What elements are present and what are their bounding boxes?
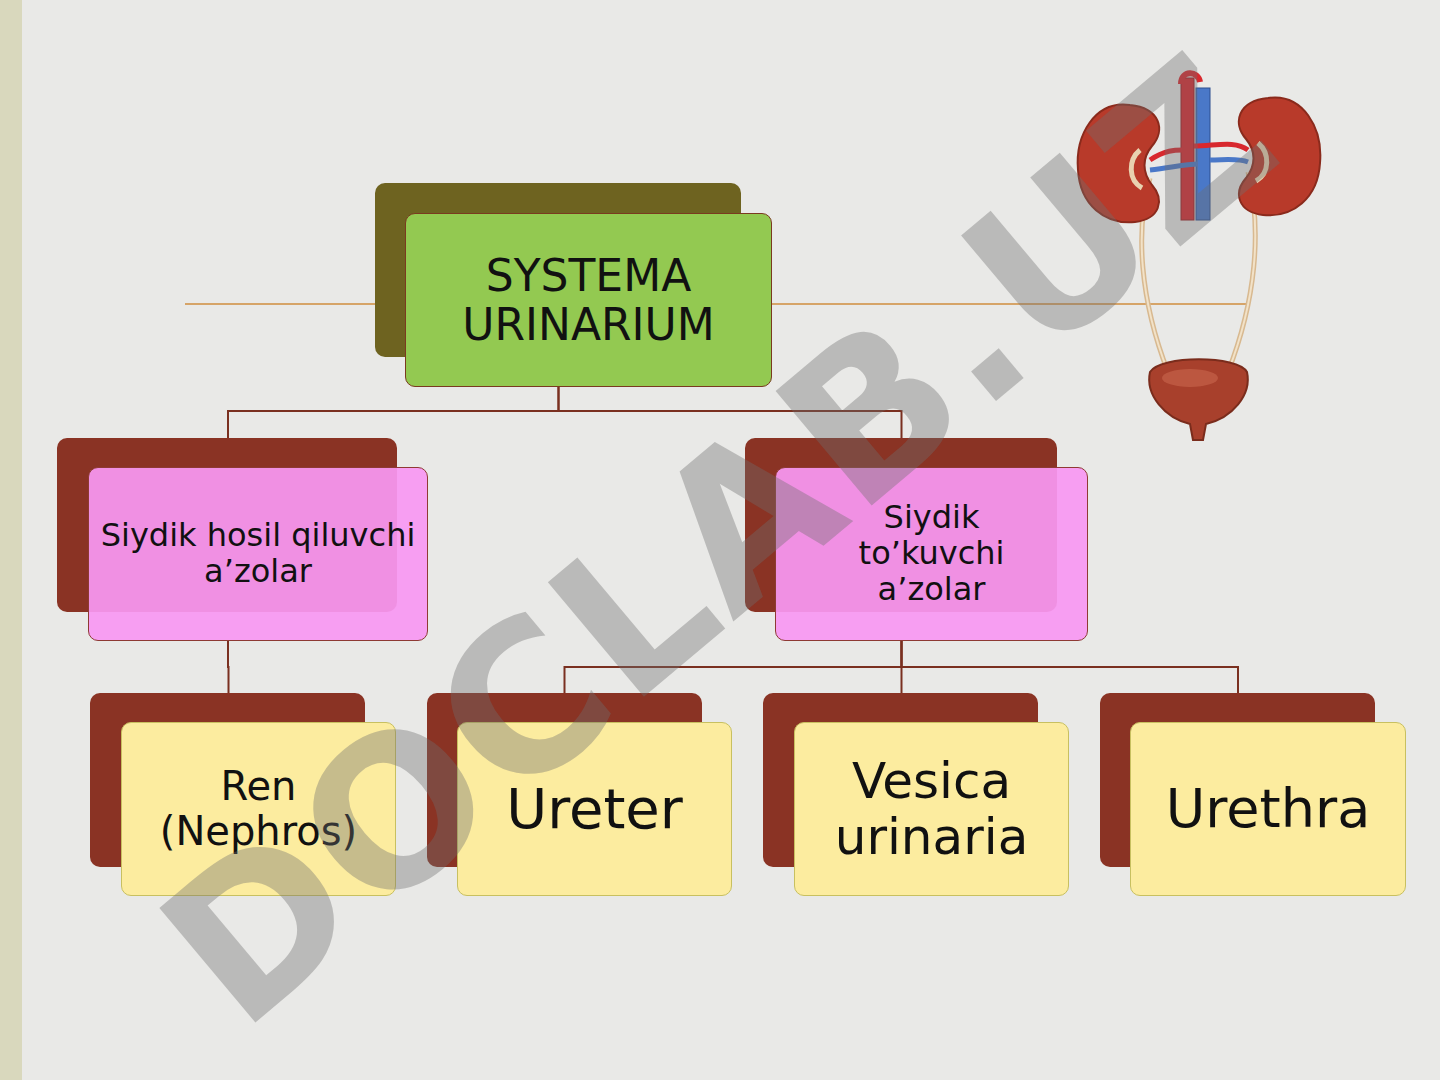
category-box: Siydik hosil qiluvchi a’zolar [88, 467, 428, 641]
node-label: Vesica urinaria [799, 753, 1064, 865]
vena-cava [1196, 88, 1210, 220]
root-box: SYSTEMA URINARIUM [405, 213, 772, 387]
node-label: SYSTEMA URINARIUM [429, 251, 749, 350]
category-box: Siydik to’kuvchi a’zolar [775, 467, 1088, 641]
side-stripe [0, 0, 22, 1080]
kidney-left [1078, 105, 1159, 223]
node-label: Siydik to’kuvchi a’zolar [832, 500, 1032, 607]
bladder-highlight [1162, 369, 1218, 387]
node-label: Ren (Nephros) [134, 764, 384, 854]
organ-box: Ureter [457, 722, 732, 896]
renal-vessels [1150, 144, 1248, 170]
watermark: DOCLAB.UZ [119, 9, 1321, 1072]
kidney-right [1239, 98, 1320, 216]
node-label: Urethra [1166, 779, 1370, 839]
ureter-core [1142, 172, 1256, 372]
kidney-pelvis [1131, 143, 1267, 188]
node-label: Siydik hosil qiluvchi a’zolar [98, 518, 418, 590]
organ-box: Urethra [1130, 722, 1406, 896]
aorta-arch [1181, 73, 1200, 84]
aorta [1181, 78, 1194, 220]
bladder [1149, 359, 1248, 440]
node-label: Ureter [506, 778, 683, 841]
organ-box: Vesica urinaria [794, 722, 1069, 896]
ureter-drawing [1142, 172, 1256, 372]
organ-box: Ren (Nephros) [121, 722, 396, 896]
